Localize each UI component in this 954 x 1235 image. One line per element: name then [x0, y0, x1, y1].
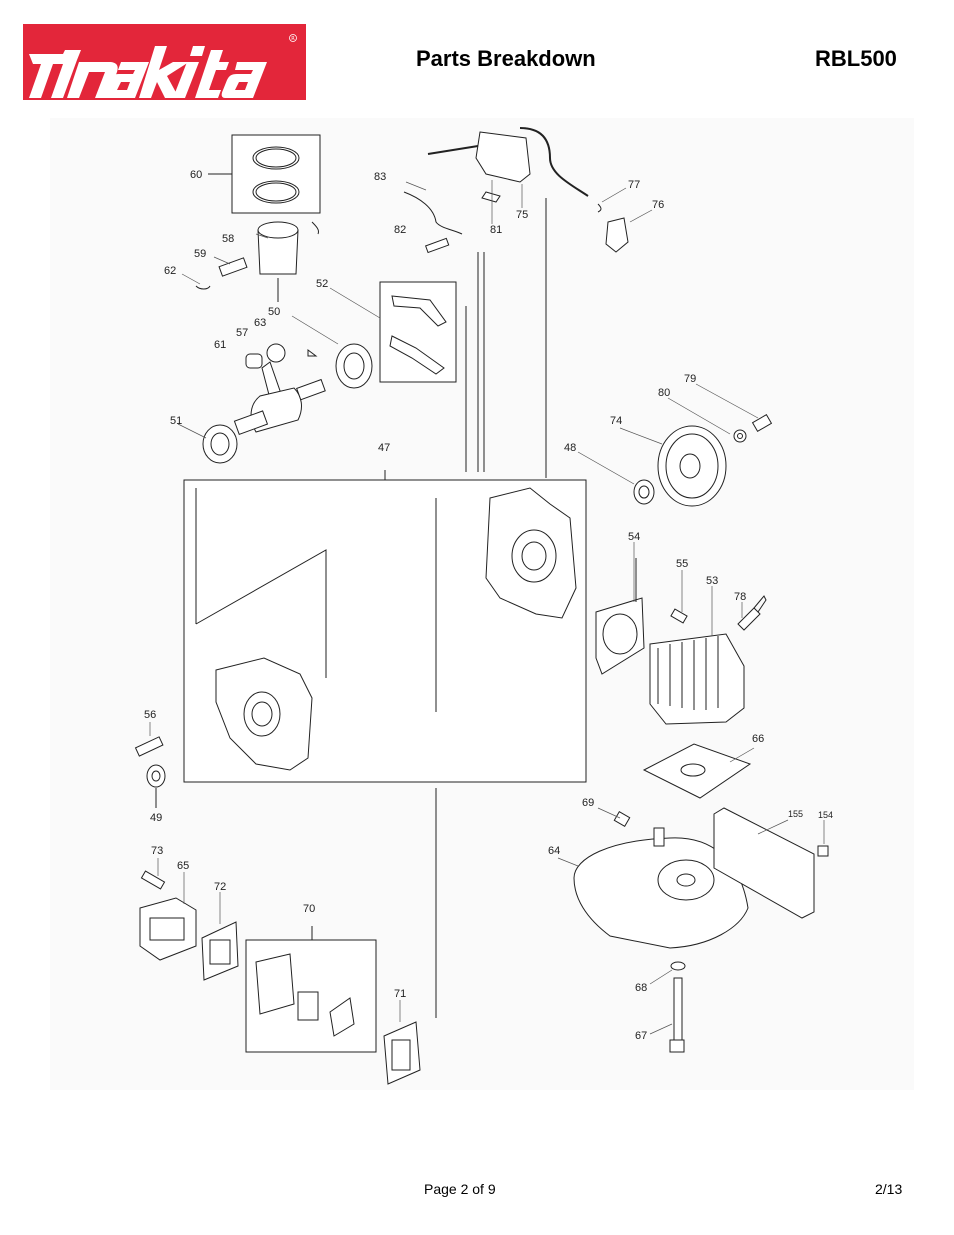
callout: 61 — [214, 339, 226, 351]
model-number: RBL500 — [815, 46, 897, 71]
callout: 66 — [752, 733, 764, 745]
makita-logo: R — [23, 24, 306, 100]
callout: 65 — [177, 860, 189, 872]
callout: 62 — [164, 265, 176, 277]
callout: 76 — [652, 199, 664, 211]
callout: 154 — [818, 810, 833, 820]
callout: 49 — [150, 812, 162, 824]
callout: 67 — [635, 1030, 647, 1042]
callout: 77 — [628, 179, 640, 191]
callout: 60 — [190, 169, 202, 181]
callout: 80 — [658, 387, 670, 399]
callout: 51 — [170, 415, 182, 427]
callout: 48 — [564, 442, 576, 454]
callout: 79 — [684, 373, 696, 385]
callout: 50 — [268, 306, 280, 318]
callout: 73 — [151, 845, 163, 857]
revision-date: 2/13 — [875, 1181, 903, 1197]
callout: 58 — [222, 233, 234, 245]
page-number: Page 2 of 9 — [424, 1181, 496, 1197]
parts-diagram: 60 58 59 62 83 82 81 75 77 76 52 50 63 5… — [50, 118, 914, 1090]
callout: 74 — [610, 415, 622, 427]
callout: 75 — [516, 209, 528, 221]
callout: 53 — [706, 575, 718, 587]
callout: 64 — [548, 845, 560, 857]
callout: 70 — [303, 903, 315, 915]
callout: 47 — [378, 442, 390, 454]
callout: 54 — [628, 531, 640, 543]
callout: 52 — [316, 278, 328, 290]
callout: 81 — [490, 224, 502, 236]
callout: 72 — [214, 881, 226, 893]
callout: 68 — [635, 982, 647, 994]
callout: 63 — [254, 317, 266, 329]
callout: 69 — [582, 797, 594, 809]
callout: 59 — [194, 248, 206, 260]
callout: 82 — [394, 224, 406, 236]
callout: 83 — [374, 171, 386, 183]
callout: 71 — [394, 988, 406, 1000]
callout: 155 — [788, 809, 803, 819]
svg-text:R: R — [291, 36, 295, 42]
callout: 55 — [676, 558, 688, 570]
callout: 57 — [236, 327, 248, 339]
page-title: Parts Breakdown — [416, 46, 596, 71]
callout: 78 — [734, 591, 746, 603]
callout: 56 — [144, 709, 156, 721]
